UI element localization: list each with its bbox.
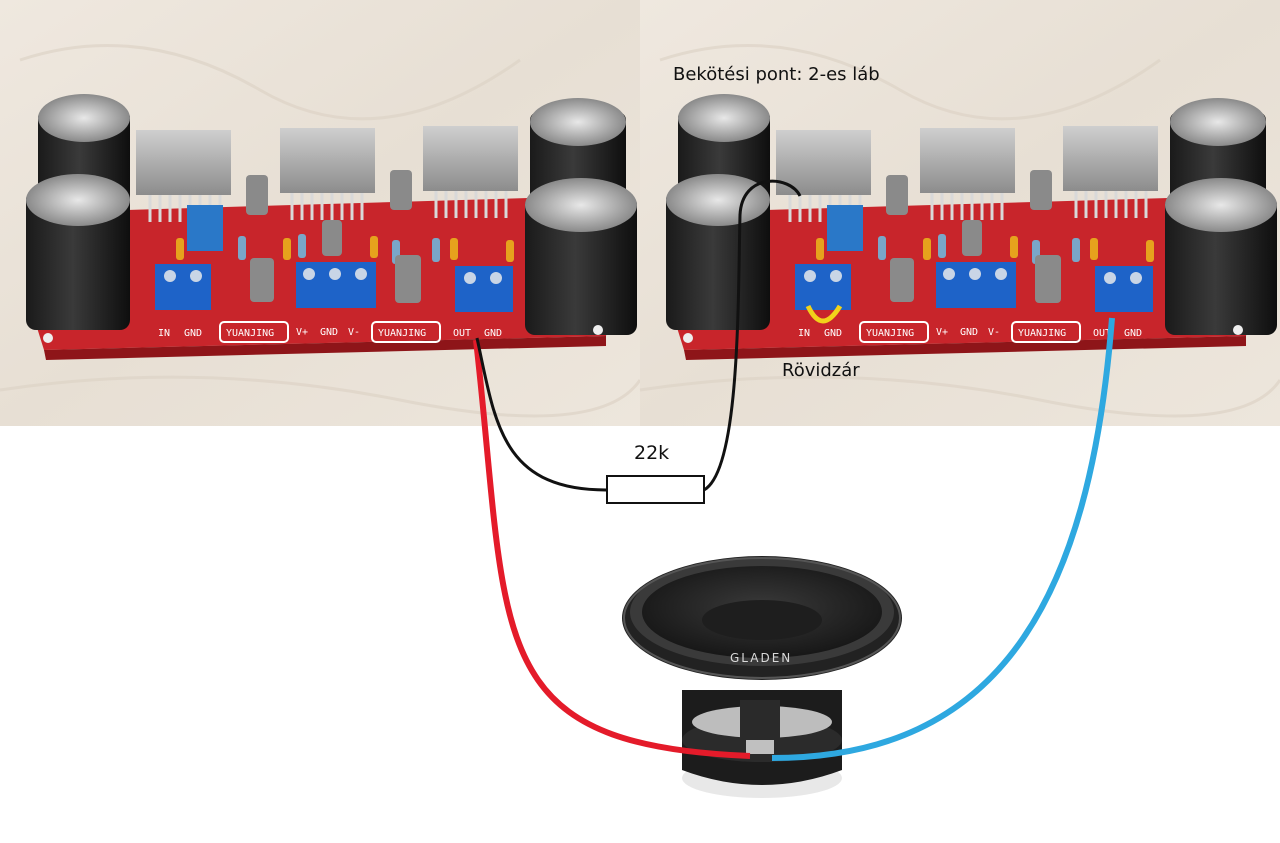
short-circuit-label: Rövidzár (782, 360, 860, 381)
brand-label: YUANJING (1018, 328, 1066, 339)
terminal-label: OUT (1093, 328, 1111, 339)
terminal-label: GND (824, 328, 842, 339)
terminal-label: GND (960, 327, 978, 338)
terminal-label: GND (1124, 328, 1142, 339)
short-circuit-jumper (805, 304, 843, 324)
resistor (606, 475, 705, 504)
connection-point-label: Bekötési pont: 2-es láb (673, 64, 880, 85)
feedback-wire-right (703, 179, 802, 492)
brand-label: YUANJING (226, 328, 274, 339)
terminal-label: IN (798, 328, 810, 339)
terminal-label: GND (320, 327, 338, 338)
brand-label: YUANJING (378, 328, 426, 339)
resistor-value-label: 22k (634, 442, 670, 464)
terminal-label: V- (348, 327, 360, 338)
amplifier-board-left: IN GND V+ GND V- OUT GND YUANJING YUANJI… (0, 0, 642, 428)
terminal-label: V- (988, 327, 1000, 338)
terminal-label: OUT (453, 328, 471, 339)
terminal-label: V+ (936, 327, 948, 338)
terminal-label: GND (484, 328, 502, 339)
speaker-brand: GLADEN (730, 651, 792, 665)
terminal-label: GND (184, 328, 202, 339)
brand-label: YUANJING (866, 328, 914, 339)
amplifier-board-right: IN GND V+ GND V- OUT GND YUANJING YUANJI… (638, 0, 1280, 428)
terminal-label: V+ (296, 327, 308, 338)
speaker: GLADEN (622, 556, 902, 798)
positive-wire (473, 339, 751, 759)
negative-wire (771, 317, 1115, 761)
terminal-label: IN (158, 328, 170, 339)
feedback-wire-left (475, 337, 607, 492)
